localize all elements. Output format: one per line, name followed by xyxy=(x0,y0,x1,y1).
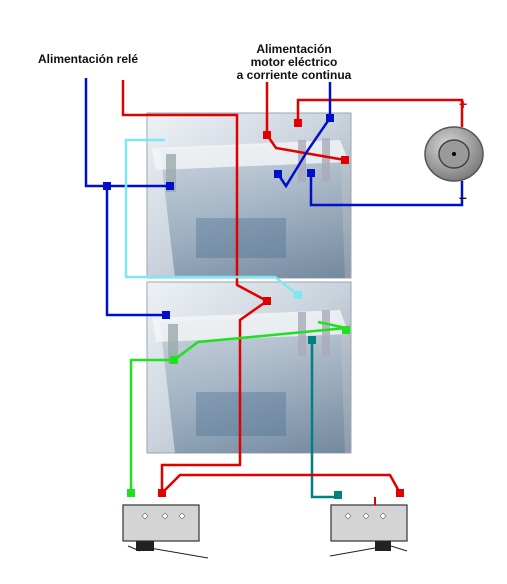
relay-2-icon xyxy=(146,281,352,454)
switch-1-icon xyxy=(122,504,209,559)
wire-teal xyxy=(310,340,338,499)
wire-motor-blue xyxy=(276,82,464,207)
wire-relay-blue xyxy=(84,78,170,317)
motor-power-label-line-1: Alimentación xyxy=(256,42,332,56)
switch-2-icon xyxy=(329,504,408,557)
wire-switch-red-1 xyxy=(161,473,402,494)
motor-power-label: Alimentación motor eléctrico a corriente… xyxy=(228,43,360,82)
connection-points xyxy=(103,114,404,499)
motor-power-label-line-2: motor eléctrico xyxy=(250,55,338,69)
wires xyxy=(84,78,464,505)
motor-power-label-line-3: a corriente continua xyxy=(236,68,352,82)
wire-green xyxy=(129,320,347,493)
wire-motor-red xyxy=(265,82,464,162)
wire-cyan xyxy=(124,138,299,296)
relay-power-label: Alimentación relé xyxy=(38,52,139,66)
relay-1-icon xyxy=(146,112,352,279)
motor-plus-label: + xyxy=(459,96,468,112)
motor-minus-label: – xyxy=(459,189,467,205)
motor-icon xyxy=(424,126,484,182)
